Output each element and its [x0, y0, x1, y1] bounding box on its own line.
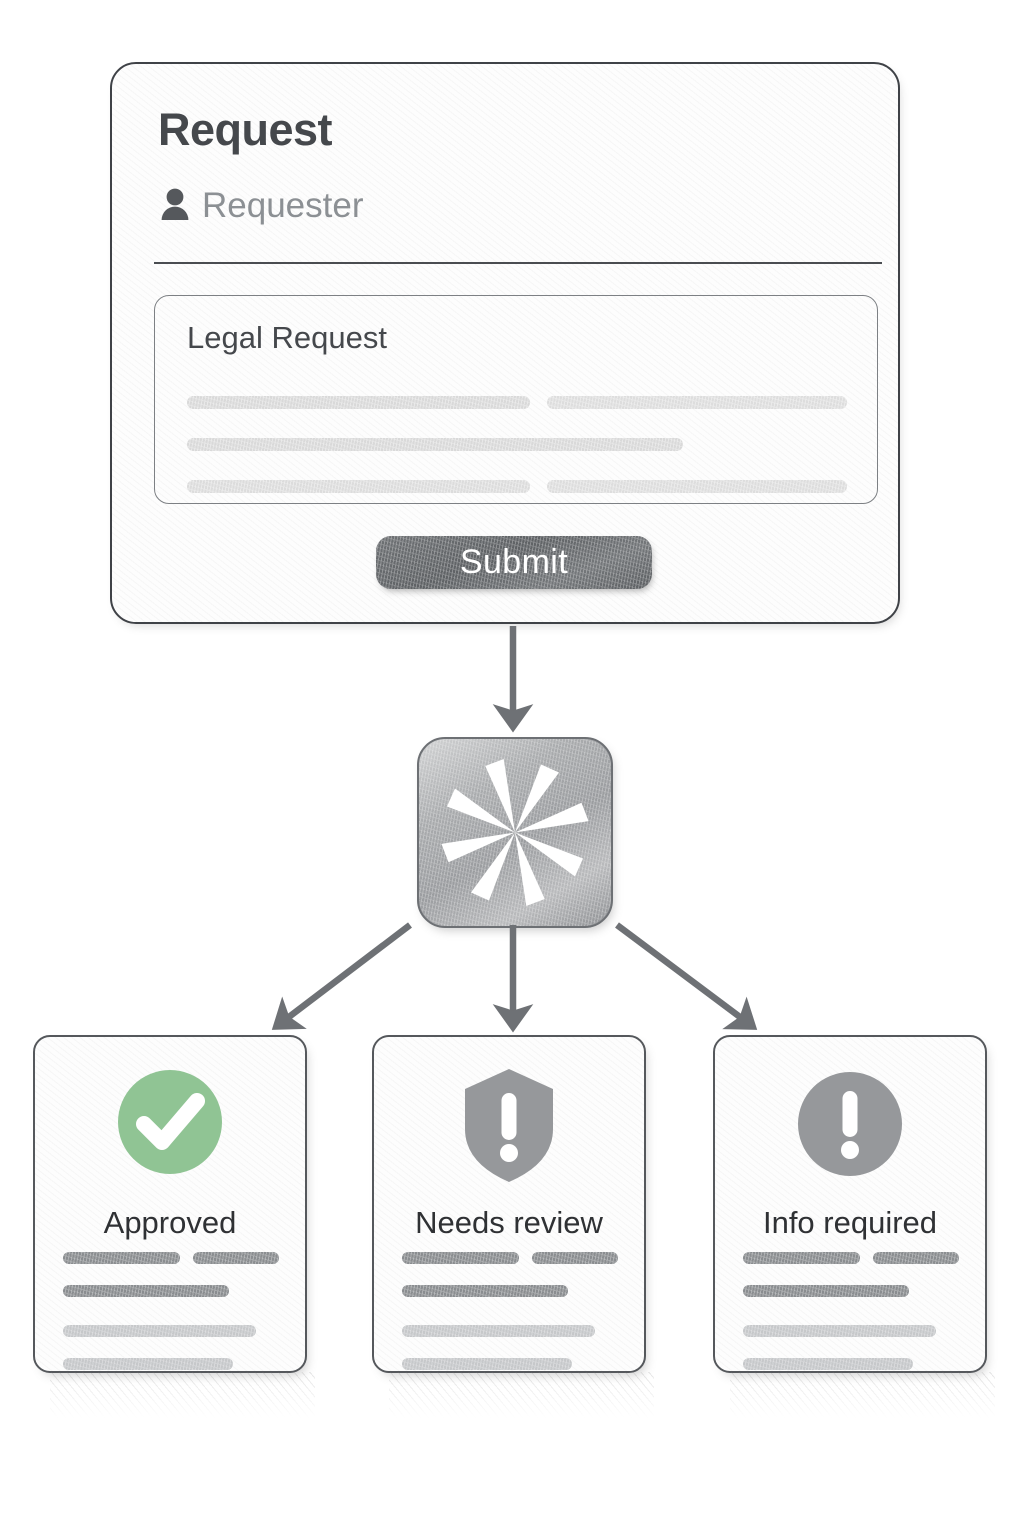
shield-exclamation-icon — [374, 1063, 644, 1187]
form-placeholder-bar — [187, 438, 683, 451]
bar-texture — [873, 1252, 959, 1264]
legal-request-form-panel[interactable]: Legal Request — [154, 295, 878, 504]
bar-texture — [402, 1285, 568, 1297]
form-placeholder-bar — [187, 396, 530, 409]
bar-texture — [402, 1252, 519, 1264]
form-field-label: Legal Request — [187, 320, 387, 355]
outcome-placeholder-bar — [402, 1358, 572, 1370]
outcome-placeholder-bar — [743, 1358, 913, 1370]
bar-texture — [63, 1252, 180, 1264]
bar-texture — [402, 1358, 572, 1370]
outcome-placeholder-bar — [743, 1325, 936, 1337]
requester-row: Requester — [160, 186, 363, 226]
header-divider — [154, 262, 882, 265]
bar-texture — [187, 396, 530, 409]
outcome-placeholder-bar — [873, 1252, 959, 1264]
bar-texture — [187, 480, 530, 493]
outcome-placeholder-bar — [743, 1252, 860, 1264]
outcome-placeholder-bar — [402, 1325, 595, 1337]
outcome-card-approved[interactable]: Approved — [33, 1035, 307, 1373]
form-placeholder-bar — [547, 396, 847, 409]
outcome-placeholder-bar — [743, 1285, 909, 1297]
bar-texture — [547, 396, 847, 409]
form-placeholder-bar — [187, 480, 530, 493]
outcome-placeholder-bar — [63, 1325, 256, 1337]
pinwheel-asterisk-icon — [441, 758, 589, 907]
bar-texture — [187, 438, 683, 451]
outcome-placeholder-bar — [402, 1252, 519, 1264]
bar-texture — [532, 1252, 618, 1264]
outcome-title: Approved — [103, 1205, 237, 1240]
outcome-title: Needs review — [415, 1205, 603, 1240]
bar-texture — [193, 1252, 279, 1264]
form-placeholder-bar — [547, 480, 847, 493]
arrow-decision-to-info-required — [615, 922, 758, 1030]
bar-texture — [743, 1252, 860, 1264]
check-circle-icon — [35, 1063, 305, 1181]
bar-texture — [547, 480, 847, 493]
card-shadow — [50, 1372, 315, 1418]
person-icon — [160, 187, 190, 226]
outcome-title: Info required — [762, 1205, 938, 1240]
requester-label: Requester — [202, 186, 364, 225]
outcome-card-info-required[interactable]: Info required — [713, 1035, 987, 1373]
bar-texture — [743, 1285, 909, 1297]
outcome-placeholder-bar — [63, 1358, 233, 1370]
outcome-placeholder-bar — [63, 1285, 229, 1297]
request-card: Request Requester Legal Request Submit — [110, 62, 900, 624]
arrow-decision-to-approved — [271, 922, 412, 1030]
bar-texture — [63, 1358, 233, 1370]
card-shadow — [389, 1372, 654, 1418]
submit-button[interactable]: Submit — [376, 536, 652, 589]
bar-texture — [402, 1325, 595, 1337]
outcome-placeholder-bar — [532, 1252, 618, 1264]
bar-texture — [743, 1358, 913, 1370]
bar-texture — [63, 1325, 256, 1337]
bar-texture — [63, 1285, 229, 1297]
outcome-placeholder-bar — [63, 1252, 180, 1264]
exclamation-circle-icon — [715, 1063, 985, 1185]
outcome-placeholder-bar — [402, 1285, 568, 1297]
bar-texture — [743, 1325, 936, 1337]
card-shadow — [730, 1372, 995, 1418]
submit-button-label: Submit — [459, 543, 569, 581]
decision-node[interactable] — [417, 737, 613, 928]
page-title: Request — [158, 104, 333, 155]
outcome-placeholder-bar — [193, 1252, 279, 1264]
outcome-card-needs-review[interactable]: Needs review — [372, 1035, 646, 1373]
